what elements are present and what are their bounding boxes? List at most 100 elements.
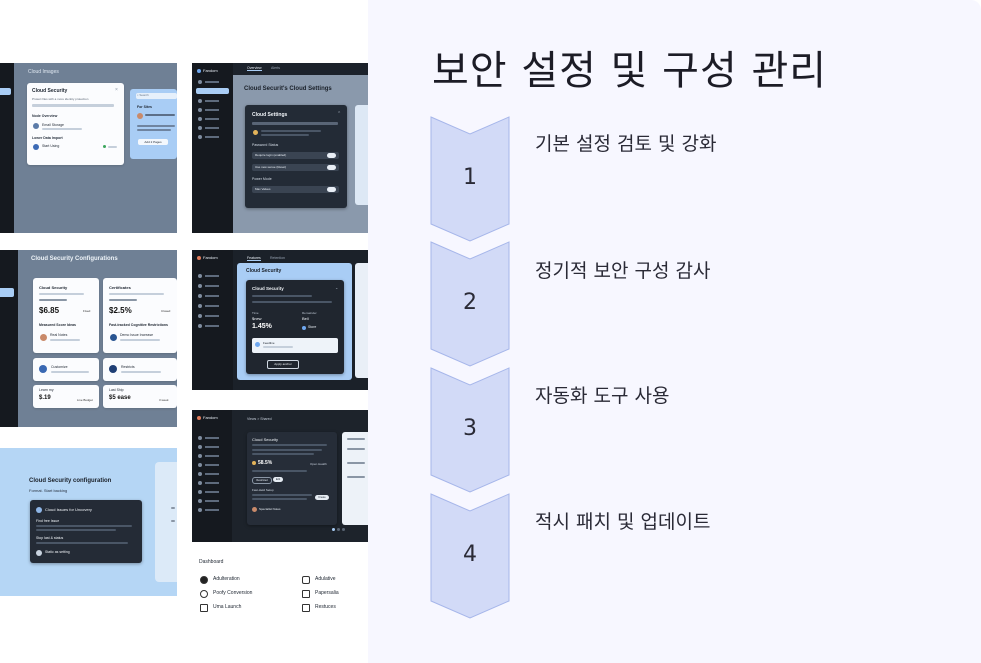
add-pages-button[interactable]: Add 2 Pages bbox=[138, 139, 168, 145]
image-icon bbox=[302, 604, 310, 612]
list-item[interactable]: Feedline bbox=[252, 338, 338, 353]
card-title: Cloud Issues for Uncovery bbox=[45, 507, 92, 512]
toggle-switch[interactable] bbox=[327, 153, 336, 158]
row-label: Email Storage bbox=[42, 123, 64, 127]
nav-label[interactable] bbox=[205, 509, 219, 511]
nav-item-active[interactable] bbox=[196, 88, 229, 94]
create-button[interactable]: Create bbox=[315, 495, 329, 500]
thumb-header: Cloud Security bbox=[246, 268, 282, 274]
pricing-card: Certificates $2.5% Closed Fast-tracked C… bbox=[103, 278, 177, 353]
option-card[interactable]: Customize bbox=[33, 358, 99, 381]
nav-label[interactable] bbox=[205, 81, 219, 83]
text-line bbox=[137, 125, 175, 127]
option-card[interactable]: Restricts bbox=[103, 358, 177, 381]
nav-icon bbox=[198, 80, 202, 84]
stat-value: Bell bbox=[302, 316, 309, 321]
logo-icon bbox=[197, 69, 201, 73]
dashboard-item[interactable]: Adulteration bbox=[213, 576, 240, 582]
percent-value: 58.5% bbox=[258, 460, 273, 466]
nav-label[interactable] bbox=[205, 500, 219, 502]
nav-label[interactable] bbox=[205, 100, 219, 102]
text-line bbox=[347, 462, 365, 464]
text-line bbox=[50, 339, 80, 341]
nav-label[interactable] bbox=[205, 446, 219, 448]
section-label: Fast-tracked Cognitive Restrictions bbox=[109, 323, 168, 327]
thumb-cloud-settings: Fandom Overview Alerts Cloud Securit's C… bbox=[192, 63, 368, 233]
row-label: Restricts bbox=[121, 365, 135, 369]
edit-button[interactable]: Edit bbox=[273, 477, 283, 482]
nav-icon bbox=[198, 294, 202, 298]
nav-label[interactable] bbox=[205, 118, 219, 120]
status-badge: Open Health bbox=[310, 462, 327, 466]
tab-features[interactable]: Features bbox=[247, 256, 261, 261]
dashboard-item[interactable]: Adulative bbox=[315, 576, 336, 582]
action-link[interactable]: Static as setting bbox=[45, 550, 70, 554]
close-icon[interactable]: × bbox=[115, 87, 118, 93]
text-line bbox=[145, 114, 175, 116]
dashboard-item[interactable]: Restuces bbox=[315, 604, 336, 610]
tab-retention[interactable]: Retention bbox=[270, 256, 285, 260]
dashboard-item[interactable]: Poofy Conversion bbox=[213, 590, 253, 596]
carousel-dot[interactable] bbox=[337, 528, 340, 531]
row-label: Last Ship bbox=[109, 388, 124, 392]
dashboard-title: Dashboard bbox=[199, 559, 224, 565]
text-line bbox=[137, 129, 171, 131]
nav-label[interactable] bbox=[205, 325, 219, 327]
nav-label[interactable] bbox=[205, 305, 219, 307]
row-label: Real Notes bbox=[50, 333, 68, 337]
chevron-up-icon[interactable]: ⌃ bbox=[337, 111, 342, 117]
settings-icon bbox=[302, 576, 310, 584]
nav-label[interactable] bbox=[205, 275, 219, 277]
nav-label[interactable] bbox=[205, 285, 219, 287]
nav-label[interactable] bbox=[205, 315, 219, 317]
card-title: Cloud Settings bbox=[252, 112, 288, 118]
nav-icon bbox=[198, 463, 202, 467]
step-number: 3 bbox=[463, 416, 477, 441]
search-input[interactable]: ⌕ Search bbox=[136, 93, 177, 99]
nav-label[interactable] bbox=[205, 473, 219, 475]
carousel-dots[interactable] bbox=[332, 528, 352, 531]
setting-row[interactable]: Require login (enabled) bbox=[252, 152, 339, 159]
nav-label[interactable] bbox=[205, 109, 219, 111]
status-badge: Closed bbox=[161, 309, 171, 313]
nav-label[interactable] bbox=[205, 437, 219, 439]
text-line bbox=[252, 453, 314, 455]
nav-label[interactable] bbox=[205, 491, 219, 493]
carousel-dot[interactable] bbox=[342, 528, 345, 531]
avatar bbox=[253, 130, 258, 135]
setting-row[interactable]: Max Values bbox=[252, 186, 339, 193]
dashboard-item[interactable]: Uma Launch bbox=[213, 604, 242, 610]
breadcrumb-item[interactable]: Shared bbox=[260, 417, 272, 421]
toggle-switch[interactable] bbox=[327, 187, 336, 192]
nav-label[interactable] bbox=[205, 127, 219, 129]
chevron-down-icon[interactable]: ⌄ bbox=[335, 285, 339, 290]
dashboard-item[interactable]: Papersalia bbox=[315, 590, 339, 596]
nav-label[interactable] bbox=[205, 136, 219, 138]
nav-icon bbox=[198, 499, 202, 503]
nav-label[interactable] bbox=[205, 455, 219, 457]
thumb-sidebar: Fandom bbox=[192, 410, 232, 542]
card-subtitle: Protect files with a more identity prote… bbox=[32, 97, 89, 101]
text-line bbox=[109, 293, 164, 295]
slide-title: 보안 설정 및 구성 관리 bbox=[432, 48, 828, 94]
text-line bbox=[252, 301, 332, 303]
nav-icon bbox=[198, 108, 202, 112]
toggle-switch[interactable] bbox=[327, 165, 336, 170]
nav-label[interactable] bbox=[205, 464, 219, 466]
tab-alerts[interactable]: Alerts bbox=[271, 66, 280, 70]
text-line bbox=[42, 128, 82, 130]
text-line bbox=[109, 299, 137, 301]
breadcrumb-item[interactable]: Views bbox=[247, 417, 257, 421]
sidebar-active-item bbox=[0, 88, 11, 95]
nav-icon bbox=[198, 445, 202, 449]
carousel-dot[interactable] bbox=[332, 528, 335, 531]
apply-button[interactable]: Apply anchor bbox=[267, 360, 299, 369]
tab-overview[interactable]: Overview bbox=[247, 66, 262, 71]
nav-label[interactable] bbox=[205, 482, 219, 484]
setting-row[interactable]: Use new sense (Reset) bbox=[252, 164, 339, 171]
text-line bbox=[36, 542, 128, 544]
status-dot bbox=[302, 326, 306, 330]
restricted-button[interactable]: Restricted bbox=[252, 477, 272, 484]
nav-label[interactable] bbox=[205, 295, 219, 297]
thumb-sidebar: Fandom bbox=[192, 250, 233, 390]
